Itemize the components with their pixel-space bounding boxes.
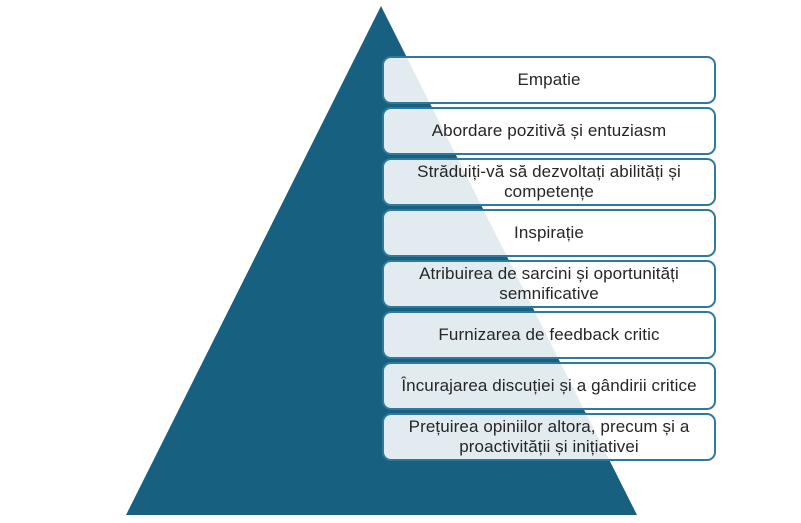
pyramid-level-8[interactable]: Prețuirea opiniilor altora, precum și a … [382, 413, 716, 461]
pyramid-level-7-label: Încurajarea discuției și a gândirii crit… [401, 376, 697, 395]
pyramid-level-5-label: Atribuirea de sarcini și oportunități se… [419, 264, 679, 303]
pyramid-level-4[interactable]: Inspirație [382, 209, 716, 257]
pyramid-level-2-label: Abordare pozitivă și entuziasm [431, 121, 667, 140]
pyramid-level-6[interactable]: Furnizarea de feedback critic [382, 311, 716, 359]
pyramid-level-4-label: Inspirație [514, 223, 584, 242]
pyramid-level-5[interactable]: Atribuirea de sarcini și oportunități se… [382, 260, 716, 308]
pyramid-level-3[interactable]: Străduiți-vă să dezvoltați abilități și … [382, 158, 716, 206]
pyramid-level-3-label: Străduiți-vă să dezvoltați abilități și … [417, 162, 681, 201]
pyramid-level-2[interactable]: Abordare pozitivă și entuziasm [382, 107, 716, 155]
pyramid-level-1-label: Empatie [517, 70, 581, 89]
pyramid-level-8-label: Prețuirea opiniilor altora, precum și a … [408, 417, 690, 456]
pyramid-level-7[interactable]: Încurajarea discuției și a gândirii crit… [382, 362, 716, 410]
pyramid-levels-stack: Empatie Abordare pozitivă și entuziasm S… [382, 56, 716, 461]
pyramid-level-6-label: Furnizarea de feedback critic [438, 325, 660, 344]
pyramid-level-1[interactable]: Empatie [382, 56, 716, 104]
